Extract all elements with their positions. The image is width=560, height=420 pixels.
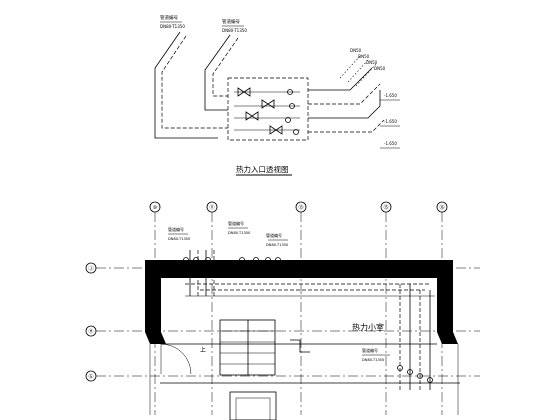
axis-top-5: ⑯	[439, 204, 444, 211]
side-callout-label: 管道编号	[362, 347, 378, 353]
callout-sublabel-1: DN80-T1350	[160, 24, 185, 29]
plan-callout-sublabel-2: DN80-T1350	[228, 231, 251, 235]
pipe-run-2	[161, 35, 228, 129]
callout-label-2: 管道编号	[222, 18, 240, 25]
plan-view: ⑩ ⑪ ⑬ ⑮ ⑯ Ⓙ Ⓗ Ⓖ	[85, 201, 480, 420]
pipe-run-4	[212, 37, 239, 97]
heat-chamber-walls	[145, 260, 458, 344]
axis-left-1: Ⓙ	[88, 265, 93, 272]
plan-callout-label-1: 管道编号	[168, 226, 184, 232]
axis-top-3: ⑬	[298, 204, 303, 211]
pipe-run-3	[204, 34, 231, 111]
isometric-caption: 热力入口透视图	[236, 164, 289, 174]
callout-label-1: 管道编号	[160, 14, 178, 21]
axis-left-2: Ⓗ	[88, 328, 93, 335]
plan-callout-label-3: 管道编号	[266, 232, 282, 238]
pipe-out-3	[308, 90, 381, 119]
callout-sublabel-2: DN80-T1350	[222, 28, 247, 33]
pipe-run-1	[154, 31, 218, 139]
riser-tag-2: DN50	[358, 54, 370, 59]
axis-top-1: ⑩	[153, 205, 158, 211]
side-callout-sublabel: DN80-T1350	[362, 358, 385, 362]
riser-1	[339, 55, 361, 79]
plan-callout-sublabel-1: DN80-T1350	[168, 237, 191, 241]
isometric-view: 管道编号 DN80-T1350 管道编号 DN80-T1350 DN50 DN5…	[154, 14, 400, 176]
level-tag-2: -1.650	[384, 119, 397, 124]
riser-3	[355, 63, 377, 87]
right-valves	[397, 365, 433, 383]
riser-tag-3: DN50	[366, 60, 378, 65]
axis-top-4: ⑮	[383, 204, 388, 211]
axis-bubbles-top: ⑩ ⑪ ⑬ ⑮ ⑯	[149, 201, 448, 213]
riser-tag-1: DN50	[350, 48, 362, 53]
pipe-out-4	[308, 119, 385, 133]
riser-2	[347, 59, 369, 83]
level-tag-1: -1.650	[384, 93, 397, 98]
pipe-out-1	[308, 67, 373, 91]
stair	[219, 319, 310, 376]
top-valves	[183, 257, 281, 263]
room-label: 热力小室	[352, 322, 384, 332]
plan-callout-label-2: 管道编号	[228, 220, 244, 226]
plan-callout-sublabel-3: DN80-T1350	[266, 243, 289, 247]
bottom-box	[229, 391, 277, 420]
axis-top-2: ⑪	[209, 204, 214, 211]
axis-bubbles-left: Ⓙ Ⓗ Ⓖ	[85, 262, 97, 382]
level-tag-3: -1.650	[384, 141, 397, 146]
valve-group	[234, 87, 300, 135]
door-swing	[160, 343, 192, 375]
riser-tag-4: DN50	[374, 66, 386, 71]
axis-left-3: Ⓖ	[88, 373, 93, 380]
stair-label: 上	[200, 346, 206, 354]
valve-enclosure	[227, 77, 309, 141]
pipe-out-2	[308, 83, 381, 105]
